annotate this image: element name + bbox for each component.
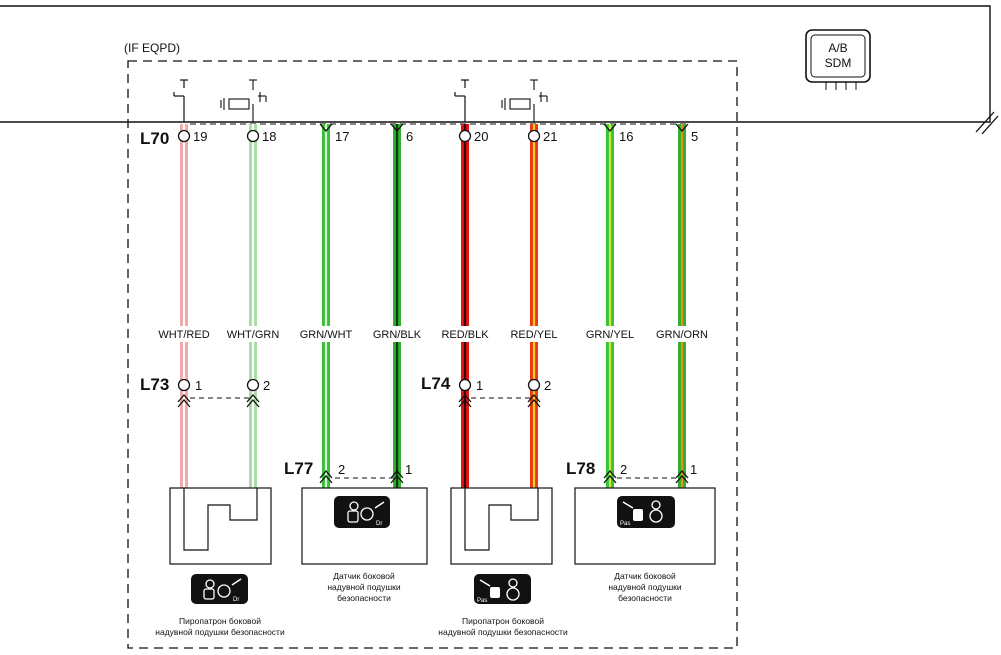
l77-pin-2: 2	[338, 462, 345, 477]
wire-w1-inline-chevron	[177, 394, 191, 408]
airbag-passenger-icon-tag: Pas	[620, 521, 630, 527]
wire-w4-label-bg	[367, 326, 427, 342]
wire-w6-label-bg	[504, 326, 564, 342]
wire-w7-color-label: GRN/YEL	[586, 329, 634, 341]
l74-pin-1: 1	[476, 378, 483, 393]
wire-w1-color-label: WHT/RED	[158, 329, 209, 341]
caption-c3-line1: Пиропатрон боковой	[462, 616, 544, 626]
wire-w2-inline-terminal	[246, 378, 260, 392]
airbag-driver-icon: Dr	[334, 496, 390, 528]
wire-w5-label-bg	[435, 326, 495, 342]
ground-symbol-1	[173, 79, 188, 122]
wire-w5-color-label: RED/BLK	[441, 329, 489, 341]
wire-w4-lower-chevron	[390, 470, 404, 484]
wire-w5-inline-chevron	[458, 394, 472, 408]
wire-w6-color-label: RED/YEL	[510, 329, 557, 341]
wire-w1-inline-terminal	[177, 378, 191, 392]
wire-w7-top-chevron	[603, 123, 617, 132]
shorting-bar-symbol-1	[220, 79, 267, 122]
l78-pin-1: 1	[690, 462, 697, 477]
wire-w7-pin-label: 16	[619, 129, 633, 144]
wire-w3-pin-label: 17	[335, 129, 349, 144]
sdm-module: A/B SDM	[805, 29, 871, 90]
connector-label-l74: L74	[421, 374, 451, 393]
wire-w5-inline-terminal	[458, 378, 472, 392]
wire-w4-top-chevron	[390, 123, 404, 132]
pyro-igniter-driver	[169, 487, 272, 565]
airbag-passenger-icon: Pas	[617, 496, 675, 528]
airbag-driver-icon-caption: Dr	[191, 574, 248, 604]
wire-w7-lower-chevron	[603, 470, 617, 484]
caption-c3-line2: надувной подушки безопасности	[438, 627, 568, 637]
caption-c4-line2: надувной подушки	[608, 582, 682, 592]
wire-w2-color-label: WHT/GRN	[227, 329, 280, 341]
wire-w1-top-terminal	[177, 129, 191, 143]
sdm-label-line2: SDM	[825, 56, 852, 70]
wire-w2-top-terminal	[246, 129, 260, 143]
wire-w2-label-bg	[223, 326, 283, 342]
airbag-passenger-caption-tag: Pas	[477, 598, 487, 604]
airbag-passenger-icon-caption: Pas	[474, 574, 531, 604]
caption-c2-line2: надувной подушки	[327, 582, 401, 592]
wire-w2-pin-label: 18	[262, 129, 276, 144]
wire-w3-color-label: GRN/WHT	[300, 329, 353, 341]
sdm-label-line1: A/B	[828, 41, 847, 55]
connector-label-l73: L73	[140, 375, 169, 394]
wire-w1-label-bg	[154, 326, 214, 342]
ground-symbol-2	[454, 79, 469, 122]
wire-w3-label-bg	[296, 326, 356, 342]
l74-pin-2: 2	[544, 378, 551, 393]
connector-label-l78: L78	[566, 459, 595, 478]
wire-w8-color-label: GRN/ORN	[656, 329, 708, 341]
wire-w1-pin-label: 19	[193, 129, 207, 144]
connector-label-l70: L70	[140, 129, 169, 148]
wire-w5-pin-label: 20	[474, 129, 488, 144]
wire-w6-inline-terminal	[527, 378, 541, 392]
l78-pin-2: 2	[620, 462, 627, 477]
pyro-igniter-passenger	[450, 487, 553, 565]
caption-c1-line2: надувной подушки безопасности	[155, 627, 285, 637]
l73-pin-2: 2	[263, 378, 270, 393]
wire-w3-lower-chevron	[319, 470, 333, 484]
airbag-driver-icon-tag: Dr	[376, 521, 382, 527]
connector-label-l77: L77	[284, 459, 313, 478]
caption-c4-line3: безопасности	[618, 593, 672, 603]
option-dashed-box	[127, 60, 738, 649]
l77-pin-1: 1	[405, 462, 412, 477]
airbag-driver-caption-tag: Dr	[233, 597, 239, 603]
wire-w6-inline-chevron	[527, 394, 541, 408]
wire-w4-pin-label: 6	[406, 129, 413, 144]
harness-break-1	[975, 111, 995, 133]
harness-outline	[0, 5, 991, 123]
shorting-bar-symbol-2	[501, 79, 548, 122]
harness-break-2	[981, 115, 999, 135]
wire-w8-lower-chevron	[675, 470, 689, 484]
wire-w6-pin-label: 21	[543, 129, 557, 144]
caption-c2-line1: Датчик боковой	[333, 571, 395, 581]
wire-w3-top-chevron	[319, 123, 333, 132]
wire-group: 19WHT/RED18WHT/GRN17GRN/WHT6GRN/BLK20RED…	[154, 123, 712, 488]
caption-c2-line3: безопасности	[337, 593, 391, 603]
wire-w8-top-chevron	[675, 123, 689, 132]
option-label: (IF EQPD)	[124, 41, 180, 55]
caption-c1-line1: Пиропатрон боковой	[179, 616, 261, 626]
l73-pin-1: 1	[195, 378, 202, 393]
wire-w7-label-bg	[580, 326, 640, 342]
wire-w4-color-label: GRN/BLK	[373, 329, 422, 341]
wire-w6-top-terminal	[527, 129, 541, 143]
wire-w8-pin-label: 5	[691, 129, 698, 144]
wire-w5-top-terminal	[458, 129, 472, 143]
wire-w8-label-bg	[652, 326, 712, 342]
wire-w2-inline-chevron	[246, 394, 260, 408]
caption-c4-line1: Датчик боковой	[614, 571, 676, 581]
